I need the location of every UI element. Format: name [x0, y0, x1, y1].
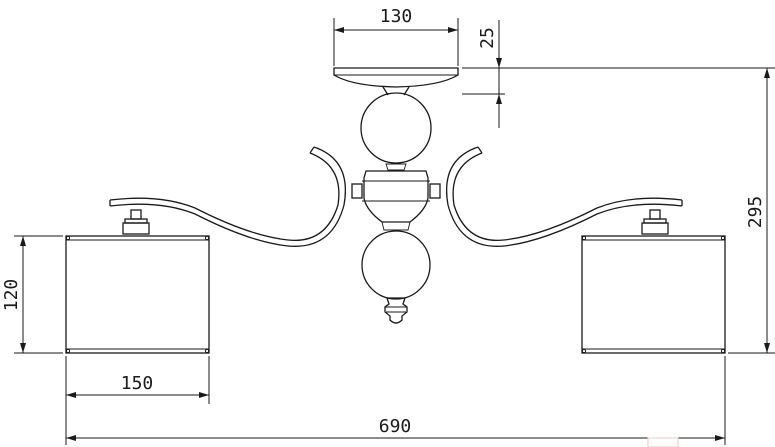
left-lampshade — [65, 235, 210, 354]
dimension-label-295: 295 — [745, 196, 766, 229]
dimension-shade-height: 120 — [1, 235, 63, 354]
right-lamp-holder — [641, 209, 669, 235]
left-lamp-holder — [122, 209, 150, 235]
dimension-total-width: 690 — [65, 356, 726, 445]
center-column — [351, 92, 441, 324]
dimension-label-130: 130 — [380, 6, 413, 27]
upper-ball — [360, 92, 432, 164]
dimension-canopy-width: 130 — [333, 6, 459, 66]
right-lampshade — [581, 235, 726, 354]
dimension-label-150: 150 — [121, 373, 154, 394]
central-hub — [363, 170, 429, 223]
left-arm — [109, 146, 346, 247]
lower-ball — [361, 230, 431, 300]
right-arm — [446, 146, 683, 247]
finial — [384, 297, 408, 324]
dimension-shade-width: 150 — [65, 356, 210, 404]
dimension-total-height: 295 — [462, 67, 775, 354]
watermark-stamp — [647, 437, 679, 447]
dimension-canopy-height: 25 — [462, 20, 505, 128]
dimension-label-120: 120 — [1, 279, 22, 312]
ceiling-canopy — [333, 67, 459, 96]
dimension-label-690: 690 — [379, 416, 412, 437]
dimension-label-25: 25 — [477, 27, 498, 49]
